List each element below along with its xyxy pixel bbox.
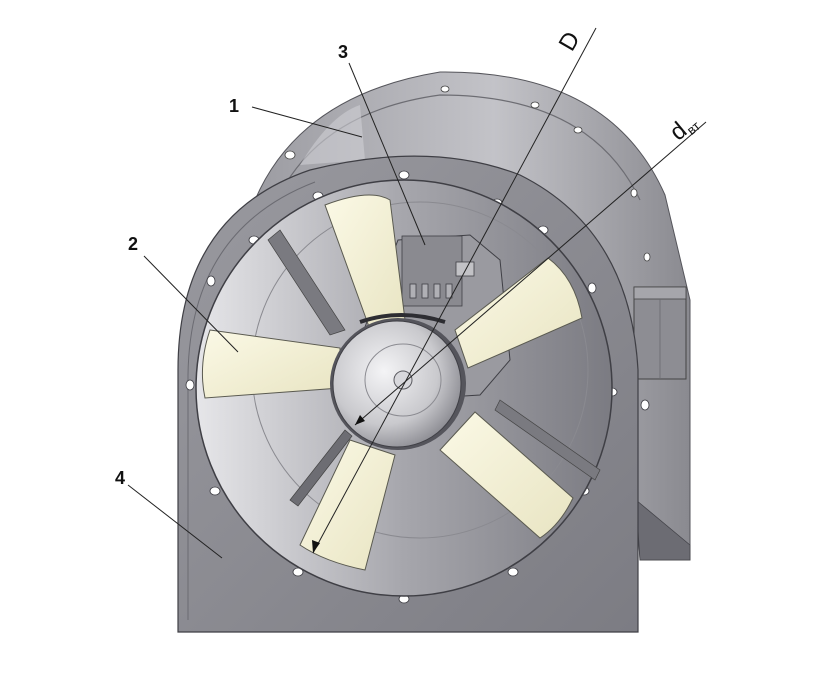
fan-blade-icon	[324, 194, 406, 336]
callout-labels: 1 2 3 4	[115, 42, 348, 488]
callout-4-label: 4	[115, 468, 125, 488]
junction-box-icon	[622, 286, 687, 380]
outer-diameter-line	[312, 27, 597, 554]
fan-blade-icon	[454, 257, 583, 369]
hub-diameter-line	[354, 121, 707, 426]
callout-3-label: 3	[338, 42, 348, 62]
outer-diameter-label: D	[554, 27, 586, 56]
fan-blade-icon	[201, 329, 341, 399]
outer-diameter-arrow	[312, 540, 320, 553]
rear-flange-bolts	[284, 85, 651, 262]
callout-2-label: 2	[128, 234, 138, 254]
fan-blade-icon	[439, 411, 574, 539]
callout-leaders	[127, 62, 426, 559]
fan-blade-icon	[299, 439, 396, 571]
dimension-lines	[312, 27, 707, 554]
hub-diameter-label: d вт	[665, 117, 703, 146]
callout-1-label: 1	[229, 96, 239, 116]
impeller-blades	[201, 194, 583, 571]
hub-diameter-arrow	[355, 415, 365, 425]
